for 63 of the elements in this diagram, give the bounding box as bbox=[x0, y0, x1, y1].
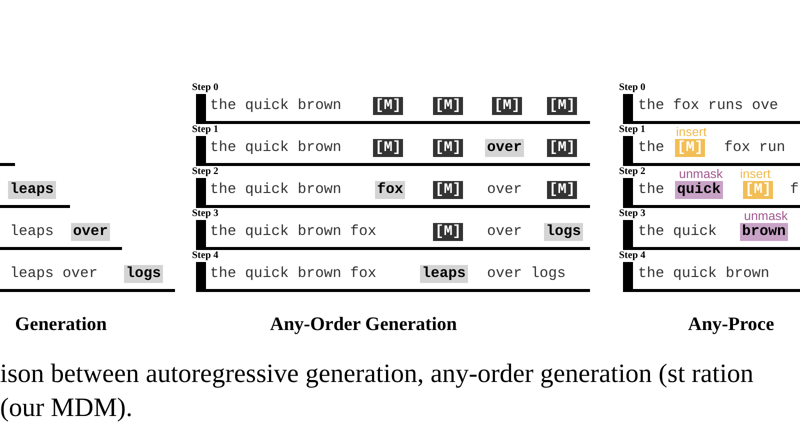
operation-label: unmask bbox=[744, 210, 788, 223]
token-text: the quick brown bbox=[637, 265, 770, 283]
unmasked-token: brown bbox=[740, 223, 788, 241]
token-text: the quick bbox=[637, 223, 718, 241]
operation-label: unmask bbox=[679, 168, 723, 181]
token-text: the quick brown bbox=[209, 139, 342, 157]
predicted-token: over bbox=[485, 139, 524, 157]
predicted-token: logs bbox=[544, 223, 584, 241]
step-label: Step 3 bbox=[619, 208, 646, 219]
mask-token: [M] bbox=[492, 97, 522, 115]
sequence-row bbox=[196, 260, 590, 292]
unmasked-token: quick bbox=[675, 181, 723, 199]
step-label: Step 1 bbox=[619, 124, 646, 135]
token-text: the quick brown bbox=[209, 181, 342, 199]
inserted-mask-token: [M] bbox=[675, 139, 706, 157]
sequence-row bbox=[196, 92, 590, 124]
panel-title: Generation bbox=[15, 314, 107, 336]
predicted-token: leaps bbox=[8, 181, 56, 199]
inserted-mask-token: [M] bbox=[743, 181, 774, 199]
token-text: the bbox=[637, 139, 666, 157]
token-text: over bbox=[486, 181, 524, 199]
step-label: Step 4 bbox=[619, 250, 646, 261]
mask-token: [M] bbox=[547, 181, 578, 199]
token-text: the quick brown fox bbox=[209, 265, 378, 283]
sequence-row bbox=[196, 176, 590, 208]
token-text: leaps bbox=[9, 223, 55, 241]
predicted-token: fox bbox=[375, 181, 406, 199]
mask-token: [M] bbox=[373, 139, 404, 157]
step-label: Step 4 bbox=[192, 250, 218, 261]
step-label: Step 3 bbox=[192, 208, 218, 219]
token-text: fox run bbox=[723, 139, 786, 157]
step-label: Step 0 bbox=[192, 82, 218, 93]
token-text: the bbox=[637, 181, 666, 199]
token-text: the quick brown bbox=[209, 97, 342, 115]
sequence-row bbox=[623, 92, 800, 124]
sequence-row bbox=[196, 218, 590, 250]
mask-token: [M] bbox=[547, 139, 578, 157]
figure-caption: ison between autoregressive generation, any-order generation (st ration (our MDM). bbox=[0, 357, 754, 424]
mask-token: [M] bbox=[433, 139, 464, 157]
predicted-token: logs bbox=[124, 265, 164, 283]
mask-token: [M] bbox=[433, 181, 464, 199]
mask-token: [M] bbox=[433, 97, 464, 115]
predicted-token: leaps bbox=[420, 265, 468, 283]
token-text: over bbox=[486, 223, 524, 241]
step-label: Step 2 bbox=[192, 166, 218, 177]
token-text: the quick brown fox bbox=[209, 223, 378, 241]
panel-title: Any-Proce bbox=[688, 314, 774, 336]
mask-token: [M] bbox=[547, 97, 578, 115]
step-label: Step 1 bbox=[192, 124, 218, 135]
step-label: Step 2 bbox=[619, 166, 646, 177]
token-text: f bbox=[789, 181, 800, 199]
step-label: Step 0 bbox=[619, 82, 646, 93]
token-text: the fox runs ove bbox=[637, 97, 780, 115]
predicted-token: over bbox=[71, 223, 110, 241]
panel-title: Any-Order Generation bbox=[270, 314, 457, 336]
mask-token: [M] bbox=[373, 97, 404, 115]
token-text: leaps over bbox=[9, 265, 99, 283]
sequence-row bbox=[623, 260, 800, 292]
sequence-row bbox=[196, 134, 590, 166]
token-text: over logs bbox=[486, 265, 567, 283]
operation-label: insert bbox=[740, 168, 771, 181]
operation-label: insert bbox=[676, 126, 707, 139]
mask-token: [M] bbox=[433, 223, 464, 241]
